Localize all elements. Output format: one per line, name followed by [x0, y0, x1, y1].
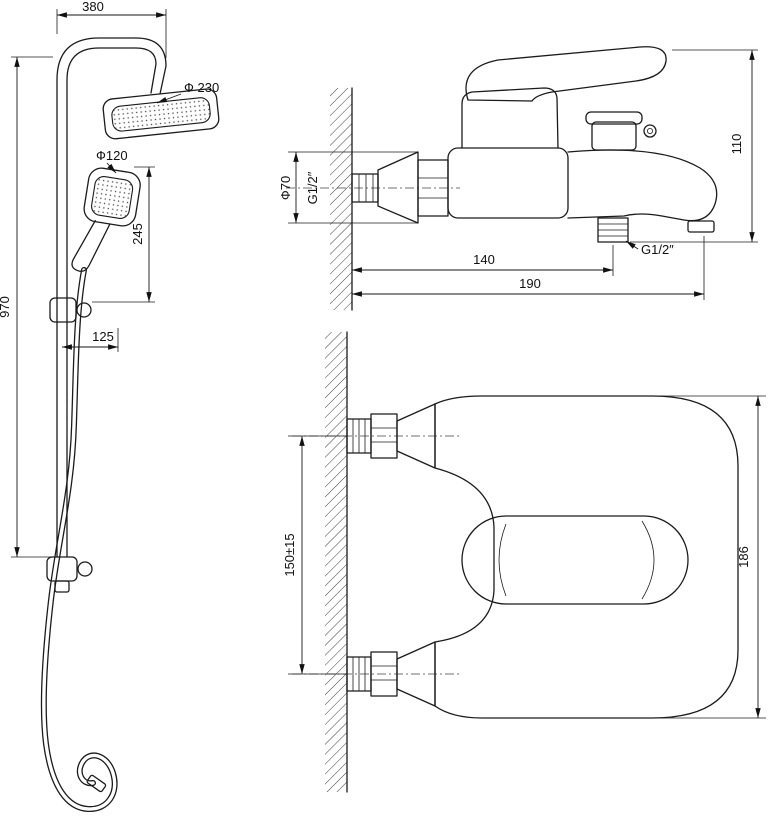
dim-140-label: 140 [473, 252, 495, 267]
faucet-body-side [447, 46, 718, 243]
diverter-ring [643, 124, 657, 138]
slider-holder [49, 297, 92, 323]
outlet-thread-callout: G1/2″ [625, 240, 674, 257]
dim-110: 110 [630, 49, 758, 243]
hand-shower-head [83, 167, 141, 227]
hose-end-fitting [86, 774, 107, 793]
overhead-shower [102, 88, 220, 140]
dim-970: 970 [0, 56, 53, 558]
spout-aerator [687, 220, 715, 233]
faucet-body-front [434, 395, 739, 719]
bottom-nut-facets [371, 665, 397, 681]
dim-110-label: 110 [729, 134, 744, 155]
inlet-assembly-side [351, 151, 449, 224]
dim-head-diameter: Ф 230 [156, 80, 219, 104]
inlet-thread-lines [358, 174, 374, 202]
head-diameter-leader [156, 93, 182, 104]
dim-186: 186 [660, 395, 766, 719]
dim-150-label: 150±15 [282, 533, 297, 576]
mixer-side-view: Ф70 G1/2″ 110 G1/2″ 140 190 [278, 46, 758, 311]
top-inlet-threads [352, 419, 366, 453]
hand-shower-handle [71, 220, 111, 272]
hand-diameter-leader [106, 162, 117, 174]
outlet-thread-leader [625, 240, 639, 250]
hand-shower [71, 167, 141, 272]
pipe-outer-edge [56, 37, 137, 558]
hose-outer [40, 267, 118, 812]
shower-column-view: 380 970 Ф 230 Ф120 245 [0, 0, 220, 812]
wall-hatch-front [325, 332, 347, 792]
dim-380: 380 [56, 0, 167, 58]
hose-nipple [54, 580, 70, 593]
escutcheon-cone [377, 151, 419, 224]
bracket-knob [77, 561, 93, 577]
dim-186-label: 186 [736, 546, 751, 568]
dim-f70-label: Ф70 [278, 176, 293, 200]
body-outline-front [434, 395, 739, 719]
outlet-thread-lines [598, 223, 628, 237]
hand-diameter-label: Ф120 [96, 148, 128, 163]
shower-hose [40, 267, 118, 812]
mixer-front-view: 150±15 186 [282, 331, 766, 793]
dim-hand-diameter: Ф120 [96, 148, 128, 174]
bottom-bracket [46, 556, 93, 593]
dim-140: 140 [352, 245, 614, 276]
diverter-body [591, 121, 637, 151]
handle-base-arc [498, 523, 507, 597]
dim-380-label: 380 [82, 0, 104, 14]
spout [567, 149, 718, 222]
dim-125: 125 [61, 328, 119, 352]
hose-inner [42, 268, 117, 811]
wall-hatch-side [330, 88, 352, 310]
lever-handle-front [461, 515, 689, 605]
bottom-inlet-threads [352, 657, 366, 691]
dim-190-label: 190 [519, 276, 541, 291]
outlet-thread-label: G1/2″ [641, 242, 674, 257]
dim-125-label: 125 [92, 329, 114, 344]
inlet-thread-label: G1/2″ [305, 171, 320, 204]
arm-outer-edge [135, 37, 167, 95]
dim-245: 245 [92, 166, 155, 303]
overhead-shower-body [102, 88, 220, 140]
holder-knob [76, 302, 92, 318]
cartridge-housing [461, 87, 559, 149]
dim-150: 150±15 [282, 435, 347, 675]
diverter-ring-inner [647, 127, 654, 134]
dim-190: 190 [352, 236, 705, 300]
top-nut-facets [371, 427, 397, 443]
dim-970-label: 970 [0, 296, 12, 318]
head-diameter-label: Ф 230 [184, 80, 219, 95]
arm-inner-edge [135, 47, 157, 94]
handle-end-arc [641, 520, 655, 600]
mixer-body [447, 147, 569, 219]
diverter-cap [585, 111, 643, 125]
dim-escutcheon: Ф70 G1/2″ [278, 151, 418, 224]
pipe-inner-edge [66, 47, 137, 558]
riser-pipe [56, 37, 167, 558]
dim-245-label: 245 [130, 223, 145, 245]
hand-shower-face [91, 176, 134, 219]
lever-handle-side [465, 46, 667, 102]
overhead-shower-face [111, 97, 211, 132]
holder-clamp [49, 297, 77, 323]
nut-facet-lines [418, 177, 448, 199]
